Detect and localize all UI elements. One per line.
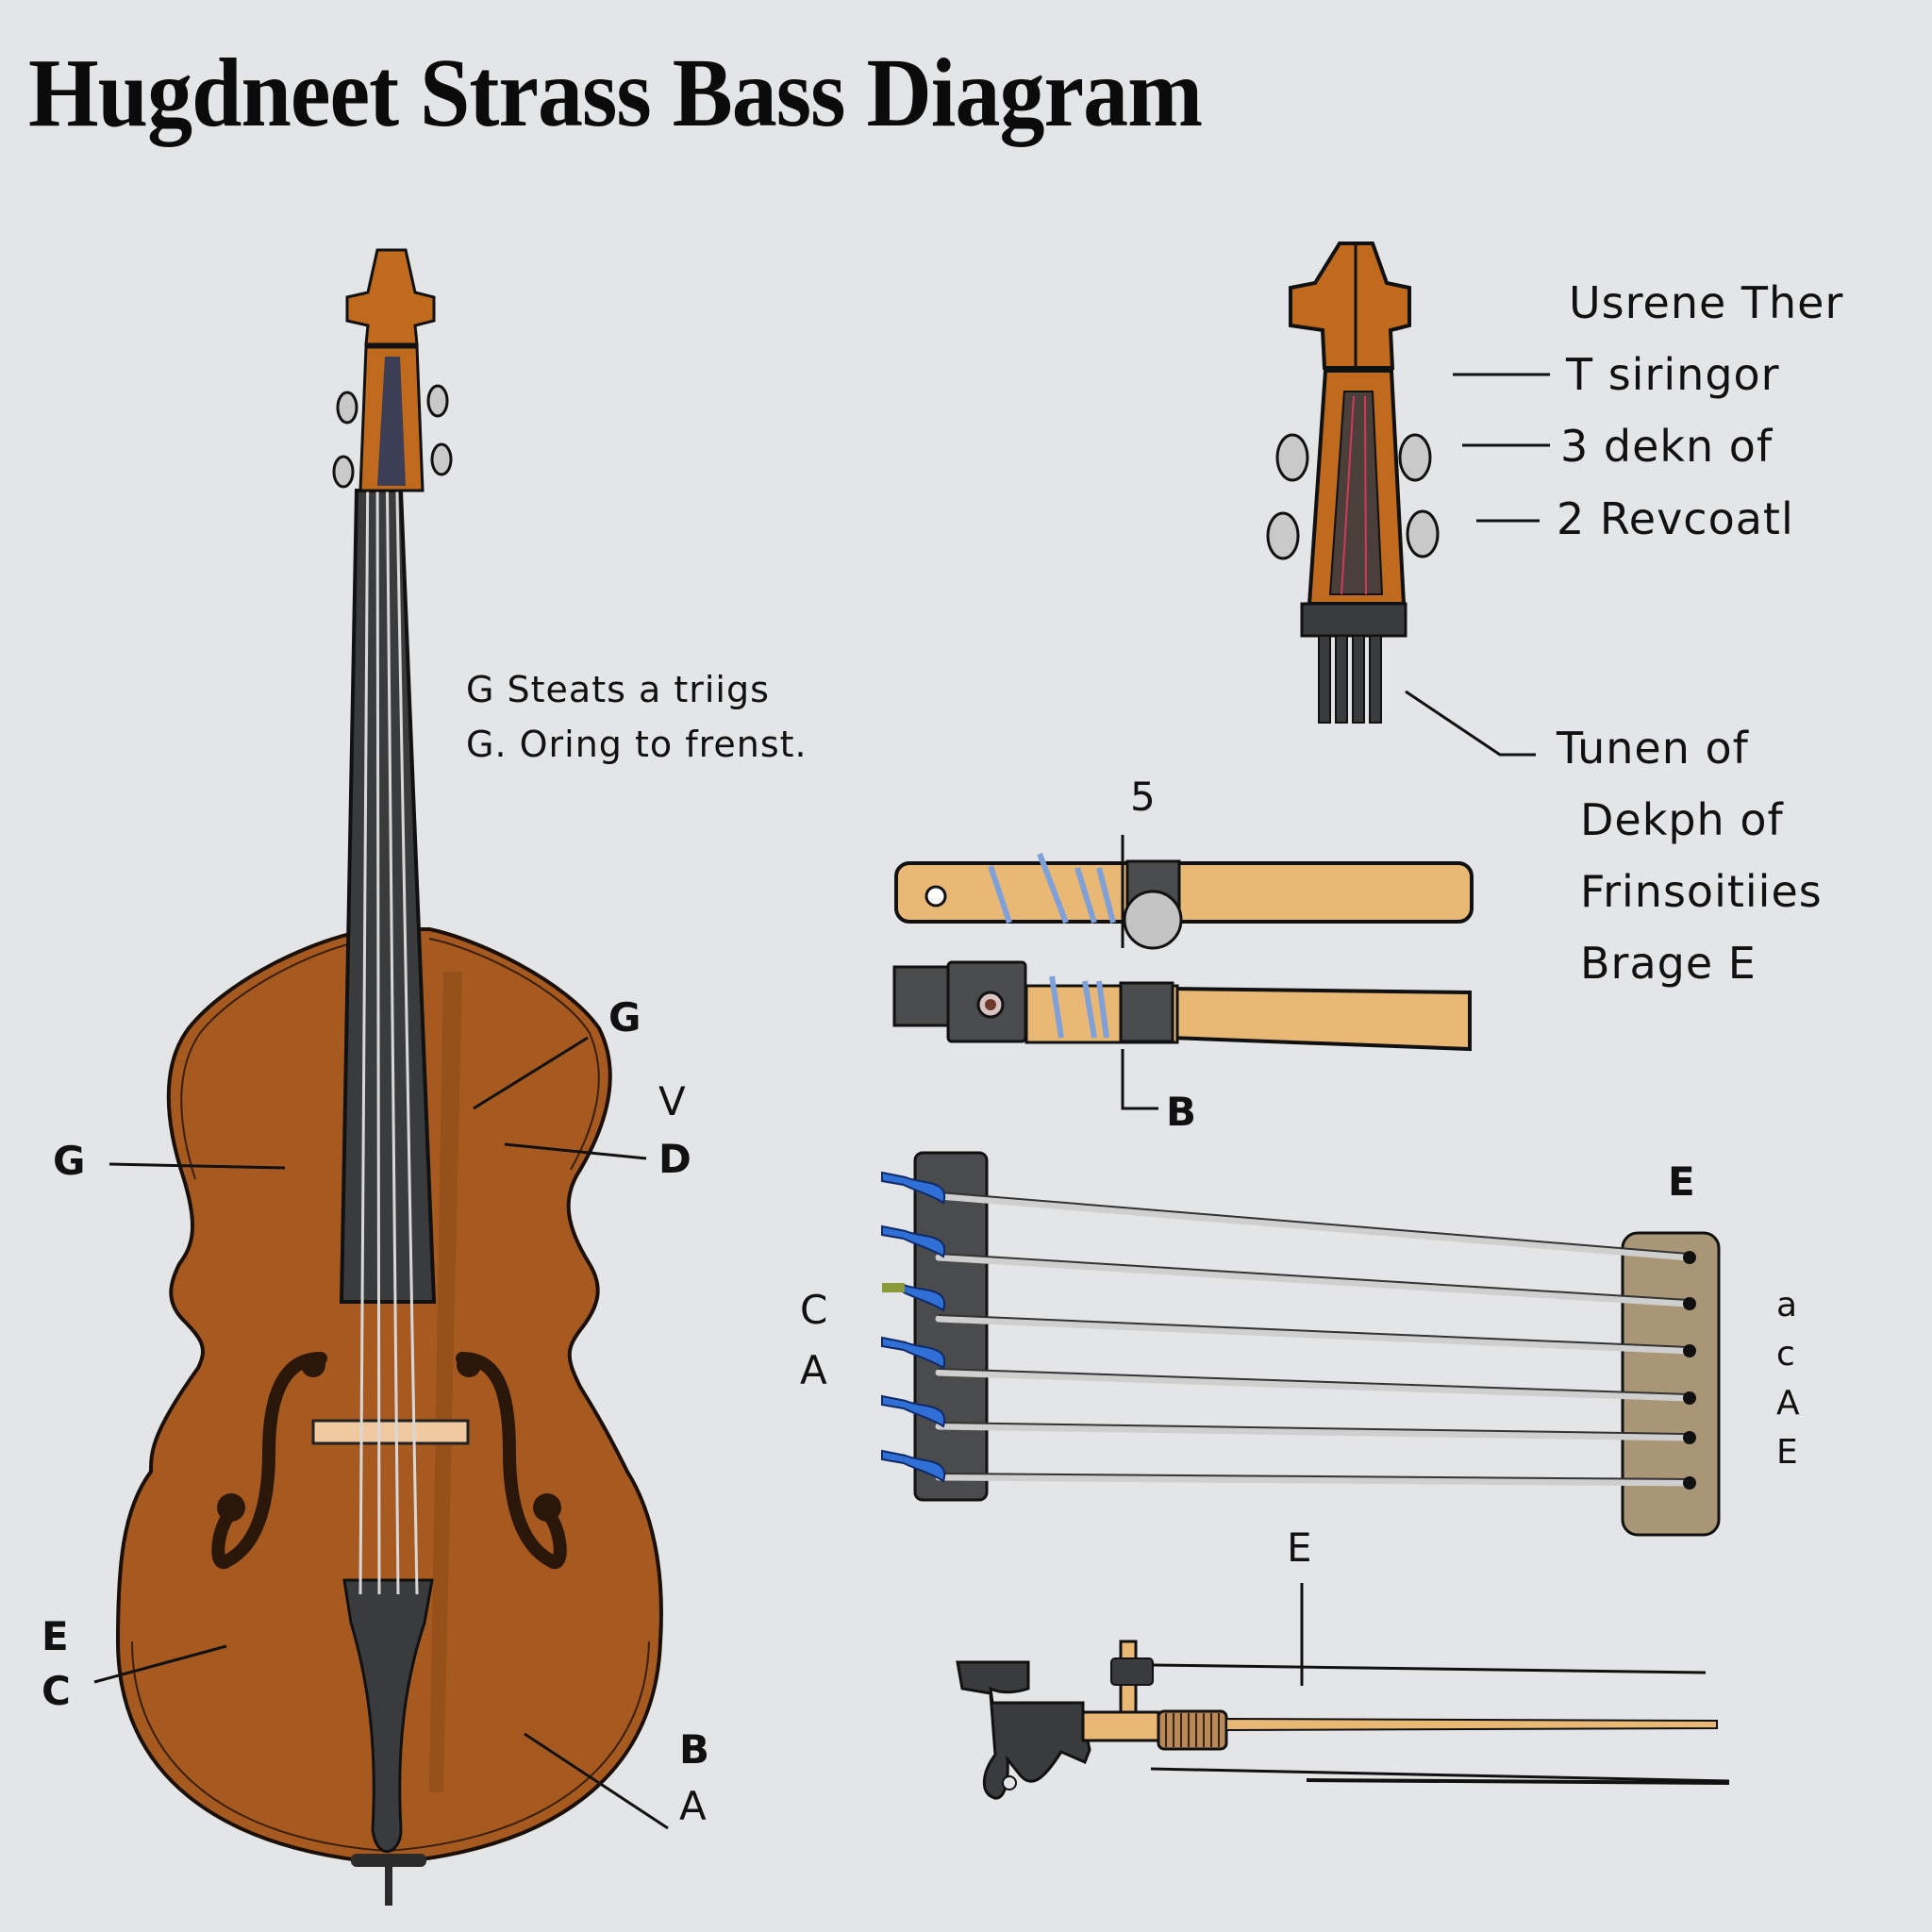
scroll-callout-4: 2 Revcoatl — [1557, 493, 1794, 544]
scroll-leader-lines — [1405, 373, 1550, 757]
scroll-detail-illustration — [1266, 242, 1440, 724]
string-right-label-a: A — [1776, 1384, 1800, 1423]
double-bass-illustration — [115, 248, 663, 1906]
label-upper-right-v: V — [658, 1078, 686, 1124]
string-right-label-a-lower: a — [1776, 1286, 1798, 1324]
strings — [935, 1192, 1692, 1487]
tailpiece — [342, 1578, 434, 1853]
center-note-line-2: G. Oring to frenst. — [466, 724, 808, 765]
string-right-label-c-lower: c — [1776, 1335, 1795, 1374]
f-hole-right — [456, 1352, 567, 1570]
main-bass-leader-lines — [93, 1036, 669, 1830]
adjuster-mechanism-illustration — [956, 1583, 1730, 1800]
label-lower-right-b: B — [679, 1726, 710, 1773]
mechanism-label-e: E — [1287, 1524, 1312, 1571]
bass-scroll — [345, 248, 436, 346]
label-upper-right-d: D — [658, 1136, 691, 1182]
scroll-callout-3: 3 dekn of — [1560, 421, 1774, 472]
string-anchors — [1683, 1251, 1696, 1490]
string-right-label-e: E — [1776, 1433, 1798, 1472]
lower-callout-1: Tunen of — [1557, 723, 1749, 774]
label-lower-left-c: C — [42, 1668, 71, 1714]
bow-label-top: 5 — [1130, 774, 1156, 820]
lower-callout-3: Frinsoitiies — [1580, 866, 1823, 917]
string-left-label-c: C — [800, 1287, 828, 1333]
label-upper-right-g: G — [608, 994, 641, 1041]
scroll-callout-1: Usrene Ther — [1569, 277, 1844, 328]
center-note-line-1: G Steats a triigs — [466, 669, 770, 710]
lower-callout-4: Brage E — [1580, 938, 1757, 989]
scroll-callout-2: T siringor — [1566, 349, 1780, 400]
label-upper-left-g: G — [53, 1138, 86, 1184]
string-top-right-label-e: E — [1668, 1158, 1695, 1205]
tailpiece-bar — [1621, 1231, 1721, 1537]
center-note: G Steats a triigs G. Oring to frenst. — [466, 662, 808, 772]
bow-label-bottom: B — [1166, 1089, 1197, 1135]
tuning-peg-bar — [913, 1151, 989, 1502]
tuning-pegs — [881, 1171, 946, 1483]
label-lower-right-a: A — [679, 1783, 707, 1829]
lower-callout-2: Dekph of — [1580, 794, 1784, 845]
f-hole-left — [211, 1352, 327, 1570]
diagram-title: Hugdneet Strass Bass Diagram — [28, 38, 1203, 147]
string-tuning-diagram — [881, 1151, 1721, 1537]
label-lower-left-e: E — [42, 1613, 69, 1659]
bridge — [311, 1419, 470, 1445]
string-left-label-a: A — [800, 1347, 827, 1393]
bow-frog-illustration — [892, 835, 1474, 1110]
